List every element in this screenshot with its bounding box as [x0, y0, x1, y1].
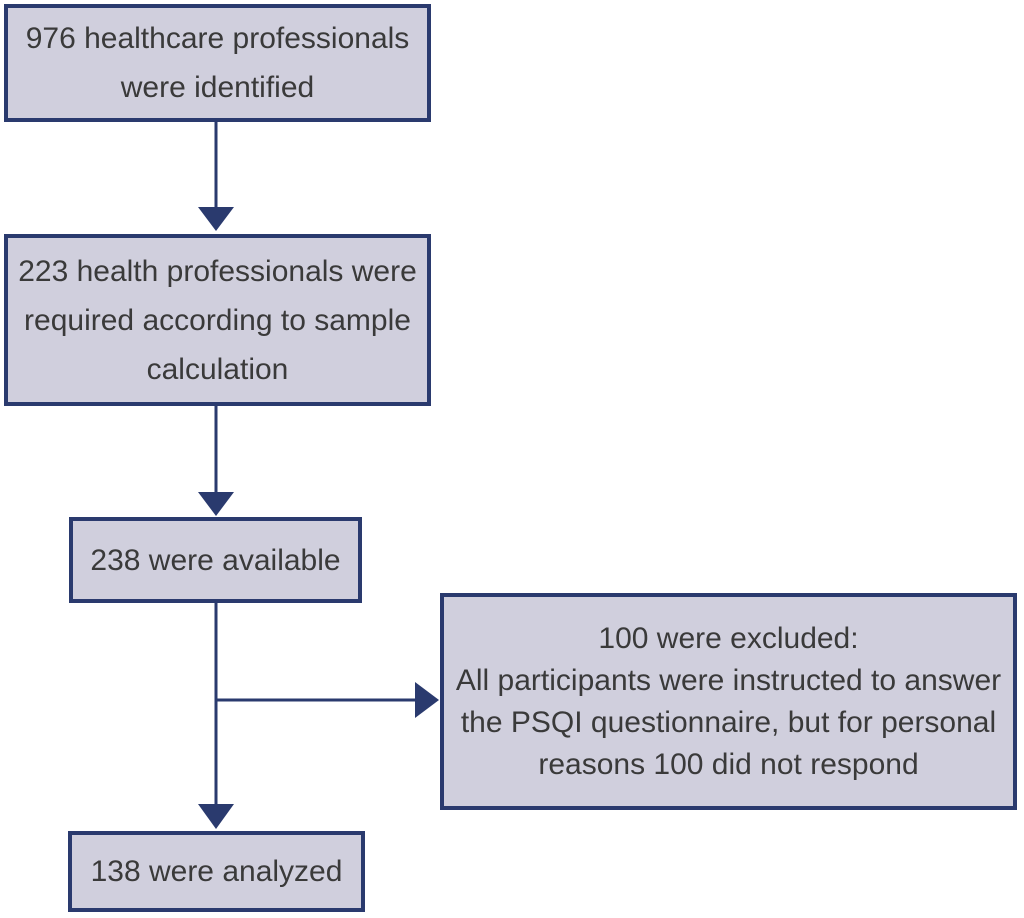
arrow-required-to-available — [198, 406, 234, 516]
box-text-line: All participants were instructed to answ… — [455, 663, 1002, 697]
box-text-line: reasons 100 did not respond — [538, 747, 919, 781]
arrow-identified-to-required — [198, 122, 234, 231]
box-text-line: 138 were analyzed — [90, 855, 343, 888]
box-text-line: calculation — [146, 352, 289, 386]
flow-box-identified: 976 healthcare professionals were identi… — [4, 4, 431, 122]
box-text-line: the PSQI questionnaire, but for personal — [460, 705, 997, 739]
flow-box-required: 223 health professionals were required a… — [4, 234, 431, 406]
box-text-line: required according to sample — [24, 303, 411, 337]
box-text-line: 976 healthcare professionals — [25, 22, 410, 55]
box-text-line: were identified — [120, 71, 315, 104]
flow-box-excluded: 100 were excluded: All participants were… — [440, 593, 1017, 810]
flow-box-analyzed: 138 were analyzed — [68, 831, 365, 912]
flow-box-available: 238 were available — [69, 517, 362, 603]
box-text-line: 238 were available — [90, 543, 341, 577]
box-text-line: 223 health professionals were — [18, 254, 417, 288]
arrow-available-to-analyzed — [198, 603, 234, 829]
arrow-available-to-excluded — [216, 682, 439, 718]
box-text-line: 100 were excluded: — [598, 621, 859, 655]
